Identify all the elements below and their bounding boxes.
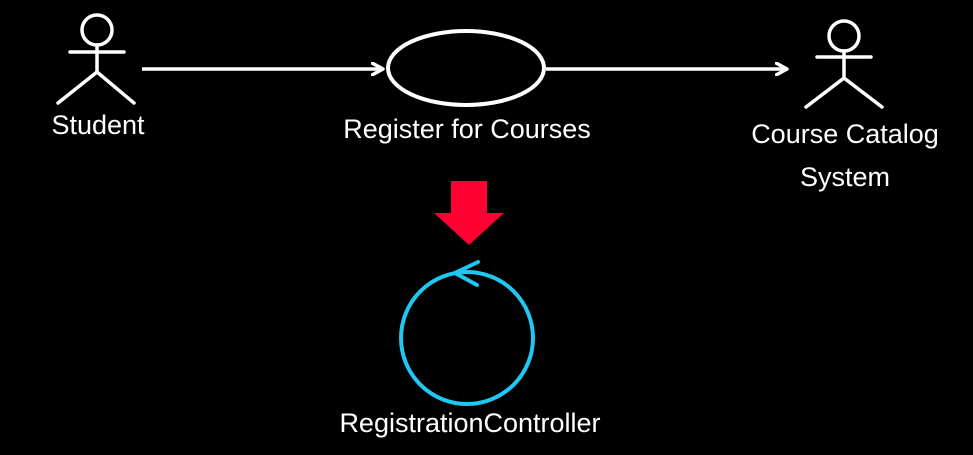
- student-label: Student: [51, 110, 145, 140]
- registration-controller-control-icon[interactable]: [399, 260, 535, 406]
- registration-controller-label: RegistrationController: [339, 408, 601, 438]
- use-case-ellipse-icon[interactable]: [386, 29, 546, 107]
- course-catalog-system-label: Course Catalog System: [725, 113, 965, 199]
- course-catalog-system-actor-icon[interactable]: [804, 19, 884, 109]
- system-label-line-2: System: [799, 162, 891, 193]
- use-case-label: Register for Courses: [343, 114, 591, 144]
- system-label-line-1: Course Catalog: [751, 119, 939, 149]
- refinement-down-arrow-icon: [434, 181, 504, 245]
- student-actor-icon[interactable]: [56, 13, 136, 105]
